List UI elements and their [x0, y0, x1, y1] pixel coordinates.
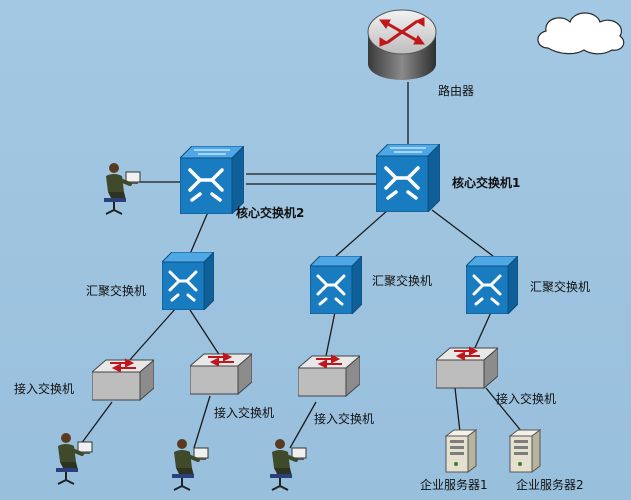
core-switch-2-label: 核心交换机2 [236, 206, 305, 220]
link-access3-pc [289, 401, 317, 449]
server-2-icon [508, 429, 542, 473]
core-switch-2-icon [180, 146, 244, 214]
link-access2-pc [193, 395, 211, 449]
user-workstation-icon [270, 439, 307, 491]
access-switch-2-label: 接入交换机 [214, 406, 275, 420]
access-switch-3-label: 接入交换机 [314, 412, 375, 426]
agg-switch-left-label: 汇聚交换机 [86, 284, 147, 298]
link-access4-server1 [454, 387, 461, 433]
access-switch-4-label: 接入交换机 [496, 392, 557, 406]
server-1-label: 企业服务器1 [420, 478, 488, 492]
access-switch-2-icon [190, 352, 252, 396]
user-workstation-icon [172, 439, 209, 491]
agg-switch-left-icon [162, 252, 214, 310]
access-switch-1-label: 接入交换机 [14, 382, 75, 396]
router-icon [367, 9, 437, 80]
agg-switch-right-icon [466, 256, 518, 314]
link-access4-server2 [485, 387, 523, 433]
access-switch-1-icon [92, 358, 154, 402]
link-agg-left-access2 [189, 309, 221, 357]
agg-switch-mid-label: 汇聚交换机 [372, 274, 433, 288]
core-switch-1-label: 核心交换机1 [452, 176, 521, 190]
access-switch-4-icon [436, 346, 498, 390]
link-core2-agg-left [189, 211, 209, 255]
cloud-icon [537, 12, 625, 55]
link-agg-left-access1 [127, 307, 177, 363]
user-workstation-icon [56, 433, 93, 485]
link-agg-mid-access3 [325, 311, 336, 357]
link-core1-agg-mid [335, 209, 389, 257]
core-switch-1-icon [376, 144, 440, 212]
server-1-icon [444, 429, 478, 473]
link-agg-right-access4 [473, 309, 493, 351]
server-2-label: 企业服务器2 [516, 478, 584, 492]
user-workstation-icon [104, 163, 141, 215]
router-label: 路由器 [438, 84, 475, 98]
agg-switch-right-label: 汇聚交换机 [530, 280, 591, 294]
agg-switch-mid-icon [310, 256, 362, 314]
link-access1-pc [77, 401, 113, 449]
link-core1-agg-right [431, 209, 494, 257]
access-switch-3-icon [298, 354, 360, 398]
